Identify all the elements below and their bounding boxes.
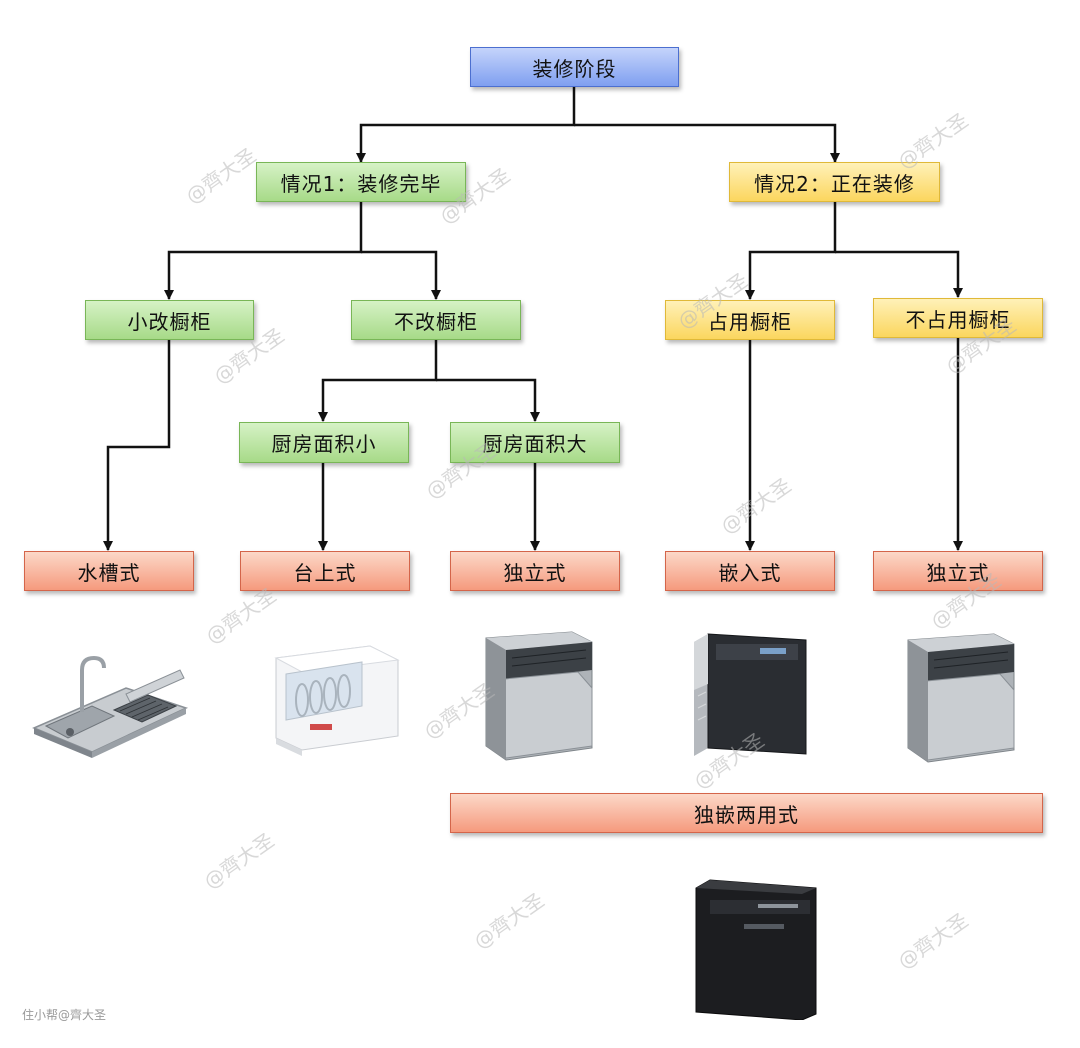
node-countertop: 台上式 (240, 551, 410, 591)
countertop-dishwasher-image (274, 645, 400, 756)
edge-case2-nooccupy (835, 250, 963, 298)
node-freestanding-2: 独立式 (873, 551, 1043, 591)
node-case1-label: 情况1：装修完毕 (280, 171, 442, 196)
node-freestanding-1-label: 独立式 (503, 560, 567, 585)
sink-dishwasher-image (32, 655, 189, 758)
node-case1: 情况1：装修完毕 (256, 162, 466, 202)
node-kitchen-small-label: 厨房面积小 (271, 432, 377, 456)
freestanding-dishwasher-image-2 (907, 633, 1015, 763)
node-kitchen-large: 厨房面积大 (450, 422, 620, 463)
node-small-change-label: 小改橱柜 (127, 309, 212, 334)
built-in-dishwasher-image (694, 633, 807, 756)
edge-nochange-small (318, 340, 438, 422)
node-occupy: 占用橱柜 (665, 300, 835, 340)
freestanding-dishwasher-image (485, 631, 593, 761)
node-countertop-label: 台上式 (293, 560, 357, 585)
edge-case2-occupy (745, 202, 837, 300)
node-dual-use-label: 独嵌两用式 (694, 802, 799, 827)
dual-use-dishwasher-image (695, 879, 817, 1020)
node-freestanding-2-label: 独立式 (926, 560, 990, 585)
node-no-change: 不改橱柜 (351, 300, 521, 340)
node-no-occupy: 不占用橱柜 (873, 298, 1043, 338)
edge-root-case2 (574, 123, 840, 163)
edge-smallchange-sink (103, 340, 171, 551)
node-built-in-label: 嵌入式 (718, 560, 782, 585)
node-case2: 情况2：正在装修 (729, 162, 940, 202)
node-case2-label: 情况2：正在装修 (754, 171, 915, 196)
node-occupy-label: 占用橱柜 (708, 309, 792, 334)
node-freestanding-1: 独立式 (450, 551, 620, 591)
node-sink-label: 水槽式 (77, 560, 141, 585)
node-no-occupy-label: 不占用橱柜 (905, 307, 1011, 332)
node-no-change-label: 不改橱柜 (394, 309, 478, 334)
node-root-label: 装修阶段 (532, 56, 617, 81)
footer-credit: 住小帮@齊大圣 (22, 1008, 107, 1022)
node-kitchen-large-label: 厨房面积大 (482, 432, 588, 456)
edge-case1-nochange (361, 250, 441, 300)
edge-root-case1 (356, 87, 576, 163)
node-dual-use: 独嵌两用式 (450, 793, 1043, 833)
node-small-change: 小改橱柜 (85, 300, 254, 340)
node-root: 装修阶段 (470, 47, 679, 87)
edge-case1-smallchange (164, 202, 363, 300)
node-built-in: 嵌入式 (665, 551, 835, 591)
edge-nochange-large (436, 378, 540, 422)
node-sink: 水槽式 (24, 551, 194, 591)
node-kitchen-small: 厨房面积小 (239, 422, 409, 463)
